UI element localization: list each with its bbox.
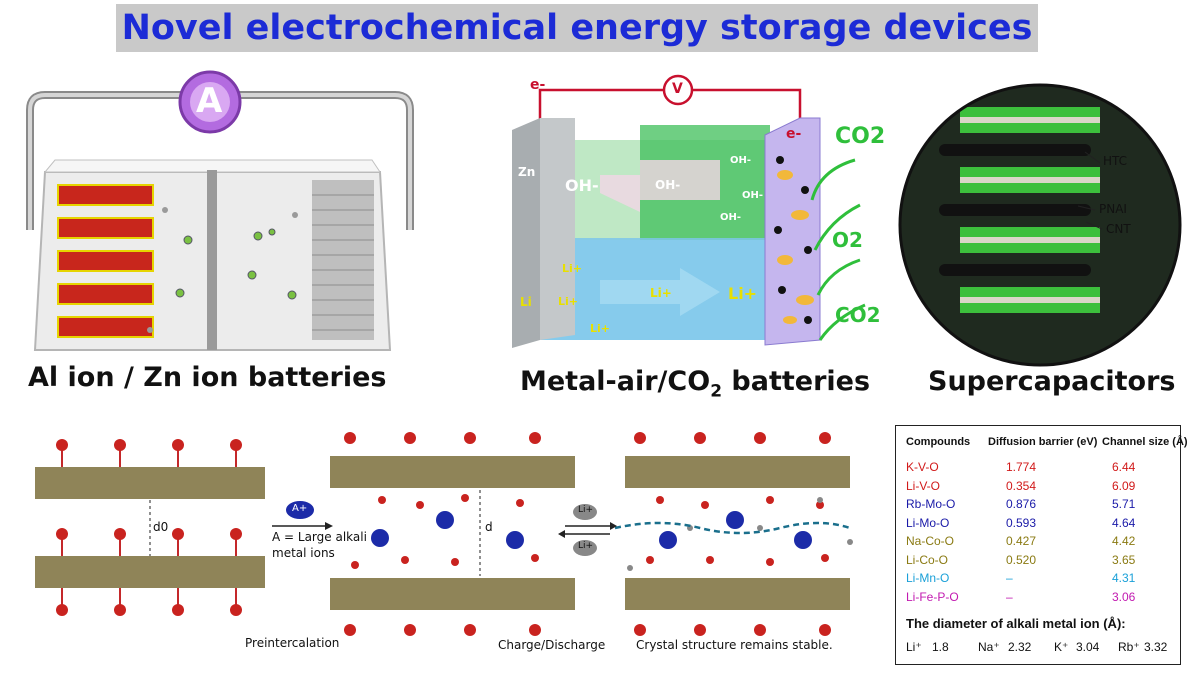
metal-air-caption-main: Metal-air/CO bbox=[520, 366, 711, 397]
ion-text-line1: A = Large alkali bbox=[272, 530, 367, 544]
table-cell-channel: 6.09 bbox=[1112, 478, 1136, 493]
table-cell-channel: 4.64 bbox=[1112, 515, 1136, 530]
table-cell-barrier: 0.427 bbox=[1006, 534, 1037, 548]
d0-label: d0 bbox=[153, 520, 169, 534]
zn-label: Zn bbox=[518, 165, 536, 179]
step-charge-discharge: Charge/Discharge bbox=[498, 638, 606, 652]
diameter-ion: K⁺ bbox=[1054, 640, 1069, 654]
ion-badge-label: A+ bbox=[292, 503, 308, 514]
table-row: Rb-Mo-O 0.876 5.71 bbox=[906, 497, 1174, 515]
table-row: Na-Co-O 0.427 4.42 bbox=[906, 534, 1174, 552]
li-badge-top: Li+ bbox=[578, 505, 594, 515]
table-cell-compound: Li-V-O bbox=[906, 478, 941, 493]
metal-air-caption-sub: 2 bbox=[710, 381, 723, 402]
table-cell-barrier: 0.354 bbox=[1006, 478, 1037, 493]
co2-label-bottom: CO2 bbox=[835, 303, 881, 327]
li-label: Li bbox=[520, 295, 532, 309]
table-row: Li-Mn-O – 4.31 bbox=[906, 571, 1174, 589]
table-cell-compound: Li-Mn-O bbox=[906, 571, 950, 585]
table-row: Li-Mo-O 0.593 4.64 bbox=[906, 516, 1174, 534]
table-cell-barrier: 0.876 bbox=[1006, 497, 1037, 511]
header-compounds: Compounds bbox=[906, 436, 971, 448]
table-row: Li-Co-O 0.520 3.65 bbox=[906, 553, 1174, 571]
co2-label-top: CO2 bbox=[835, 124, 886, 149]
table-cell-channel: 4.42 bbox=[1112, 534, 1136, 548]
diameter-value: 2.32 bbox=[1008, 640, 1032, 654]
table-cell-barrier: – bbox=[1006, 589, 1013, 604]
metal-air-caption: Metal-air/CO2 batteries bbox=[520, 366, 870, 401]
cathode-layers bbox=[57, 184, 154, 338]
diameter-title: The diameter of alkali metal ion (Å): bbox=[906, 616, 1126, 631]
li-ion-label-2: Li+ bbox=[558, 295, 578, 308]
htc-label: HTC bbox=[1103, 154, 1128, 168]
table-cell-compound: K-V-O bbox=[906, 460, 939, 474]
table-cell-compound: Li-Mo-O bbox=[906, 515, 950, 530]
li-ion-label-3: Li+ bbox=[590, 322, 610, 335]
table-cell-channel: 5.71 bbox=[1112, 497, 1136, 511]
cnt-label: CNT bbox=[1106, 222, 1131, 236]
header-diffusion: Diffusion barrier (eV) bbox=[988, 436, 1098, 448]
diameter-ion: Na⁺ bbox=[978, 640, 1000, 654]
voltmeter-label: V bbox=[672, 81, 683, 97]
li-ion-label-big: Li+ bbox=[728, 284, 758, 303]
oh-large-label: OH- bbox=[565, 176, 599, 195]
diameter-value: 3.32 bbox=[1144, 640, 1168, 654]
li-badge-bottom: Li+ bbox=[578, 541, 594, 551]
oh-small-label-2: OH- bbox=[742, 190, 764, 201]
electron-label-left: e- bbox=[530, 77, 546, 93]
battery-caption: Al ion / Zn ion batteries bbox=[28, 362, 387, 393]
table-cell-compound: Rb-Mo-O bbox=[906, 497, 956, 511]
table-row: Li-Fe-P-O – 3.06 bbox=[906, 590, 1174, 608]
table-row: Li-V-O 0.354 6.09 bbox=[906, 479, 1174, 497]
table-cell-barrier: – bbox=[1006, 571, 1013, 585]
step-preintercalation: Preintercalation bbox=[245, 636, 340, 650]
table-cell-channel: 4.31 bbox=[1112, 571, 1136, 585]
o2-label: O2 bbox=[832, 228, 863, 252]
table-cell-compound: Li-Fe-P-O bbox=[906, 589, 959, 604]
header-channel: Channel size (Å) bbox=[1102, 436, 1188, 448]
diameter-value: 1.8 bbox=[932, 640, 949, 654]
table-cell-barrier: 0.593 bbox=[1006, 515, 1037, 530]
diameter-ion: Li⁺ bbox=[906, 640, 922, 654]
table-row: K-V-O 1.774 6.44 bbox=[906, 460, 1174, 478]
compound-table: Compounds Diffusion barrier (eV) Channel… bbox=[895, 425, 1188, 665]
table-cell-channel: 3.65 bbox=[1112, 552, 1136, 567]
step-crystal-stable: Crystal structure remains stable. bbox=[636, 638, 833, 652]
electron-label-right: e- bbox=[786, 126, 802, 142]
table-cell-compound: Li-Co-O bbox=[906, 552, 949, 567]
supercap-caption: Supercapacitors bbox=[928, 366, 1176, 397]
table-cell-barrier: 1.774 bbox=[1006, 460, 1037, 474]
page-title: Novel electrochemical energy storage dev… bbox=[116, 4, 1038, 52]
pnai-label: PNAI bbox=[1099, 202, 1127, 216]
table-cell-channel: 6.44 bbox=[1112, 460, 1136, 474]
ammeter-label: A bbox=[196, 81, 223, 121]
table-cell-compound: Na-Co-O bbox=[906, 534, 955, 548]
li-ion-label-arrow: Li+ bbox=[650, 286, 672, 300]
li-ion-label-1: Li+ bbox=[562, 262, 582, 275]
anode-block bbox=[312, 180, 374, 340]
table-cell-barrier: 0.520 bbox=[1006, 552, 1037, 567]
ion-text-line2: metal ions bbox=[272, 546, 335, 560]
oh-small-label-1: OH- bbox=[730, 155, 752, 166]
diameter-value: 3.04 bbox=[1076, 640, 1100, 654]
diameter-ion: Rb⁺ bbox=[1118, 640, 1140, 654]
oh-small-label-3: OH- bbox=[720, 212, 742, 223]
table-cell-channel: 3.06 bbox=[1112, 589, 1136, 604]
d-label: d bbox=[485, 520, 493, 534]
metal-air-caption-tail: batteries bbox=[722, 366, 871, 397]
oh-arrow-label: OH- bbox=[655, 178, 681, 192]
